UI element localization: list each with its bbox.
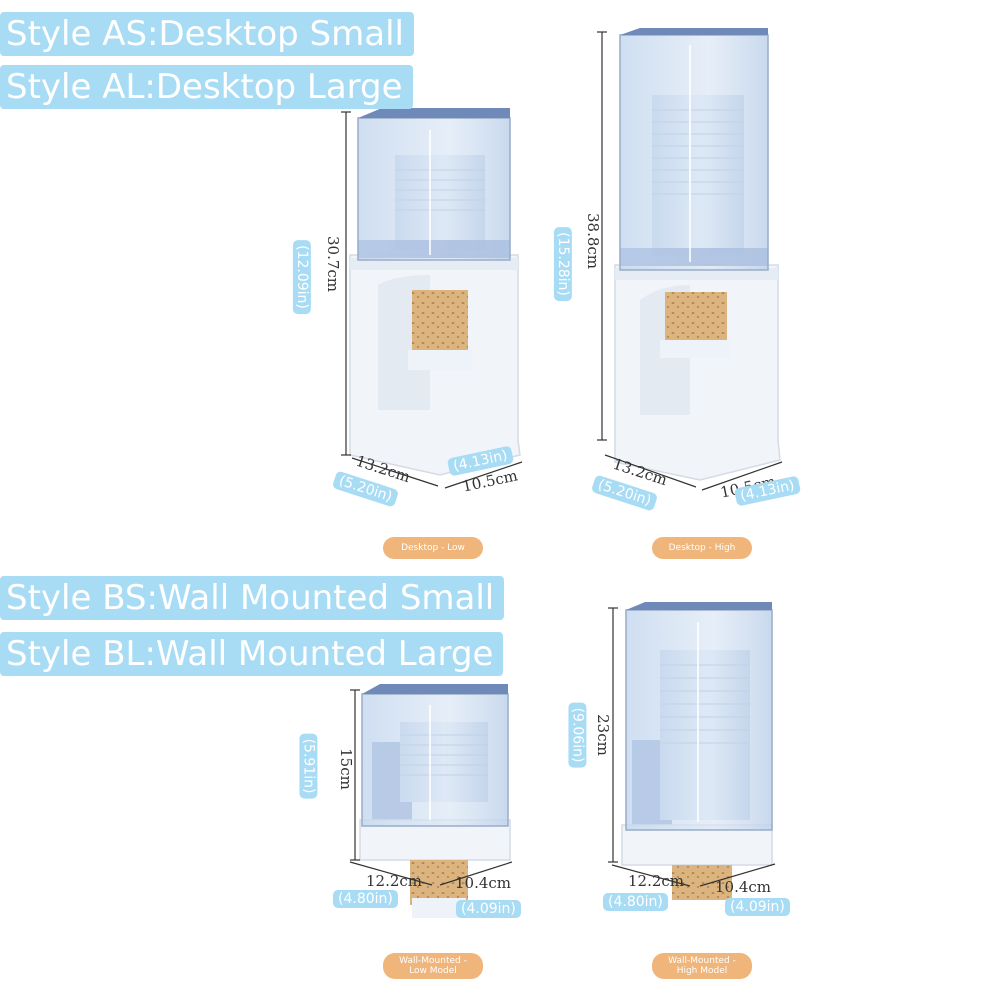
desktop-small-caption: Desktop - Low Model xyxy=(383,537,483,569)
wall-large-depth-in: (4.09in) xyxy=(725,898,790,916)
desktop-large-height-cm: 38.8cm xyxy=(584,212,603,270)
dimension-lines xyxy=(341,31,783,887)
desktop-large-height-in: (15.28in) xyxy=(553,227,572,301)
desktop-large-caption: Desktop - High Model xyxy=(652,537,752,569)
desktop-small-height-in: (12.09in) xyxy=(292,240,311,314)
wall-large-caption-line1: Wall-Mounted - xyxy=(668,956,736,966)
wall-small-dispenser xyxy=(359,684,511,918)
desktop-large-dispenser xyxy=(614,28,781,481)
wall-large-width-cm: 12.2cm xyxy=(628,872,685,890)
wall-large-depth-cm: 10.4cm xyxy=(715,878,772,896)
wall-large-width-in: (4.80in) xyxy=(603,893,668,911)
wall-large-height-in: (9.06in) xyxy=(568,702,587,768)
wall-small-caption-line2: Low Model xyxy=(409,966,457,976)
wall-small-width-in: (4.80in) xyxy=(333,890,398,908)
style-al-label: Style AL:Desktop Large xyxy=(0,65,413,109)
wall-large-caption-line2: High Model xyxy=(676,966,728,976)
style-bs-label: Style BS:Wall Mounted Small xyxy=(0,576,505,620)
wall-large-height-cm: 23cm xyxy=(593,714,612,756)
wall-small-height-in: (5.91in) xyxy=(299,733,318,799)
wall-small-width-cm: 12.2cm xyxy=(366,872,423,890)
desktop-small-height-cm: 30.7cm xyxy=(324,235,343,293)
style-as-label: Style AS:Desktop Small xyxy=(0,12,414,56)
wall-small-caption-line1: Wall-Mounted - xyxy=(399,956,467,966)
wall-small-depth-cm: 10.4cm xyxy=(455,874,512,892)
wall-large-caption: Wall-Mounted - High Model xyxy=(652,953,752,979)
wall-small-depth-in: (4.09in) xyxy=(456,900,521,918)
style-bl-label: Style BL:Wall Mounted Large xyxy=(0,632,504,676)
wall-small-caption: Wall-Mounted - Low Model xyxy=(383,953,483,979)
wall-large-dispenser xyxy=(621,602,773,900)
desktop-small-dispenser xyxy=(349,108,521,476)
wall-small-height-cm: 15cm xyxy=(336,748,355,790)
